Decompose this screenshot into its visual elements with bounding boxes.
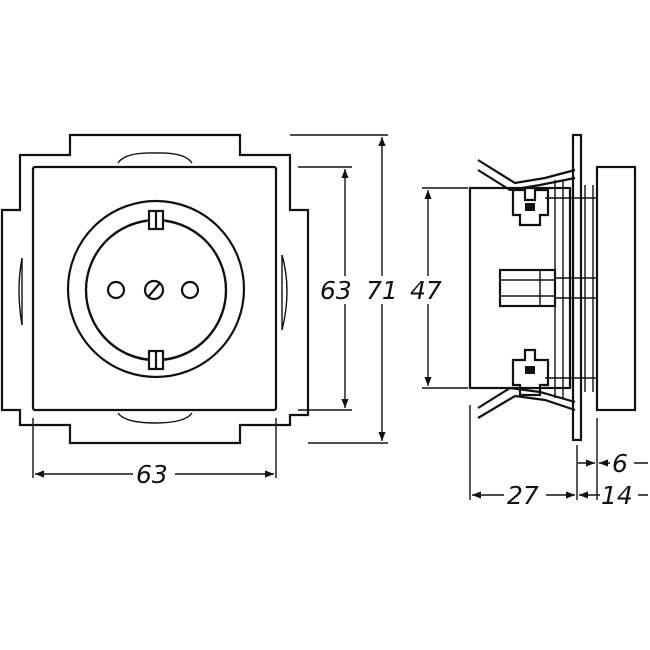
pin-hole-right [180, 280, 200, 300]
overall-height-label-bg [364, 276, 404, 304]
depth-label-bg [504, 481, 546, 509]
top-terminal [511, 188, 550, 227]
center-screw-slot [147, 282, 161, 298]
socket-outer-ring [66, 199, 246, 379]
frame-height-label: 63 [320, 276, 352, 305]
side-view: 47 27 6 14 [408, 133, 648, 510]
center-screw [143, 279, 165, 301]
mounting-frame-outline [0, 133, 310, 445]
width-label-bg [133, 460, 175, 488]
insert-height-label-bg [408, 276, 448, 304]
frame-top-clip [117, 152, 193, 164]
total-label: 14 [601, 481, 633, 510]
frame-left-lug [18, 257, 23, 326]
bottom-spring-clip-inner [477, 386, 576, 409]
frame-height-label-bg [318, 276, 360, 304]
pin-hole-left [106, 280, 126, 300]
side-mounting-frame [571, 133, 583, 442]
plate-label-bg [610, 449, 634, 477]
bottom-spring-clip-outer [477, 394, 576, 419]
overall-height-label: 71 [366, 276, 398, 305]
depth-label: 27 [507, 481, 539, 510]
insert-height-label: 47 [410, 276, 442, 305]
total-label-bg [600, 481, 638, 509]
bottom-terminal-screw [525, 366, 535, 374]
top-spring-clip-inner [477, 169, 576, 192]
top-spring-clip-outer [477, 159, 576, 185]
center-connector [498, 268, 557, 308]
plate-label: 6 [612, 449, 628, 478]
width-label: 63 [136, 460, 168, 489]
frame-right-lug [281, 254, 288, 331]
side-cover-plate [595, 165, 637, 412]
frame-bottom-clip [117, 412, 193, 424]
top-terminal-screw [525, 203, 535, 211]
front-view: 63 63 71 [0, 133, 404, 489]
bottom-terminal [511, 348, 550, 397]
